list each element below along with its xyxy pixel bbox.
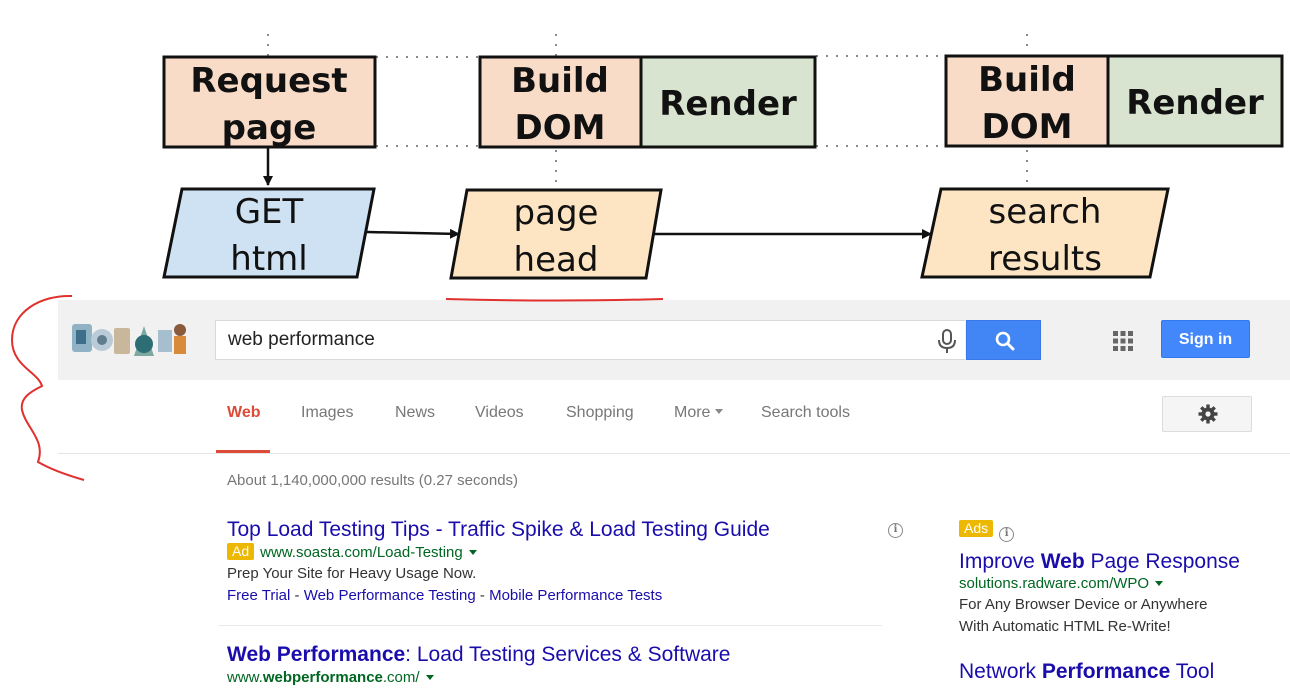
- side-url-text: solutions.radware.com/WPO: [959, 575, 1150, 592]
- title-rest: : Load Testing Services & Software: [405, 643, 731, 666]
- result-stats: About 1,140,000,000 results (0.27 second…: [227, 472, 519, 489]
- result-title-link[interactable]: Top Load Testing Tips - Traffic Spike & …: [227, 518, 770, 541]
- sitelink-mobile-performance-tests[interactable]: Mobile Performance Tests: [489, 587, 663, 604]
- chevron-down-icon[interactable]: [1155, 581, 1164, 586]
- resource-label-line: GET: [235, 192, 304, 232]
- ad-badge: Ad: [227, 543, 255, 560]
- chevron-down-icon[interactable]: [425, 675, 434, 680]
- tab-videos[interactable]: Videos: [475, 404, 524, 421]
- sitelink-separator: -: [290, 587, 304, 604]
- url-bold: webperformance: [262, 669, 383, 686]
- sitelink-separator: -: [475, 587, 490, 604]
- side-ad: Network Performance Tool: [959, 660, 1279, 684]
- search-input[interactable]: [228, 321, 918, 359]
- title-bold: Web Performance: [227, 643, 406, 666]
- gear-icon: [1198, 404, 1218, 424]
- side-title-post: Page Response: [1084, 550, 1240, 573]
- dotted-guides: [267, 34, 1028, 185]
- resource-label-line: html: [230, 239, 307, 279]
- side-ad: Improve Web Page Response solutions.radw…: [959, 550, 1279, 638]
- url-post: .com/: [382, 669, 420, 686]
- result-url[interactable]: www.webperformance.com/: [227, 668, 887, 688]
- phase-label-line: Render: [1126, 83, 1264, 123]
- search-header: Sign in: [58, 300, 1290, 380]
- result-url: Ad www.soasta.com/Load-Testing: [227, 543, 887, 563]
- diagram-arrows: [263, 148, 932, 239]
- settings-button[interactable]: [1162, 396, 1252, 432]
- resource-label-line: page: [514, 193, 599, 233]
- info-icon[interactable]: i: [999, 527, 1015, 542]
- side-title-pre: Network: [959, 660, 1042, 683]
- sitelink-free-trial[interactable]: Free Trial: [227, 587, 291, 604]
- phase-render-1: Render: [639, 55, 817, 149]
- organic-result: Web Performance: Load Testing Services &…: [227, 643, 887, 688]
- tab-more-label: More: [674, 404, 711, 421]
- tab-web[interactable]: Web: [227, 404, 261, 421]
- side-title-post: Tool: [1170, 660, 1215, 683]
- ad-result: Top Load Testing Tips - Traffic Spike & …: [227, 518, 887, 607]
- phase-label-line: Render: [659, 84, 797, 124]
- search-icon: [995, 331, 1015, 351]
- resource-page-head: page head: [449, 188, 663, 280]
- tab-images[interactable]: Images: [301, 404, 354, 421]
- resource-label-line: search: [989, 192, 1102, 232]
- side-ad-title-link[interactable]: Network Performance Tool: [959, 660, 1279, 684]
- side-ad-description: With Automatic HTML Re-Write!: [959, 618, 1171, 635]
- side-title-bold: Web: [1040, 550, 1085, 573]
- tab-news[interactable]: News: [395, 404, 436, 421]
- search-tabs: Web Images News Videos Shopping More Sea…: [58, 380, 1290, 454]
- side-ad-url[interactable]: solutions.radware.com/WPO: [959, 574, 1279, 594]
- side-ad-description: For Any Browser Device or Anywhere: [959, 596, 1208, 613]
- phase-label-line: Build: [511, 61, 609, 101]
- chevron-down-icon: [715, 409, 724, 414]
- resource-label-line: head: [514, 240, 599, 280]
- phase-label-line: DOM: [982, 107, 1073, 147]
- doodle-logo[interactable]: [72, 316, 190, 362]
- info-icon[interactable]: i: [888, 523, 903, 538]
- phase-render-2: Render: [1106, 54, 1284, 148]
- tab-more[interactable]: More: [674, 404, 724, 422]
- result-description: Prep Your Site for Heavy Usage Now.: [227, 565, 477, 582]
- phase-request-page: Request page: [162, 55, 377, 149]
- chevron-down-icon[interactable]: [468, 550, 477, 555]
- search-box: [215, 320, 965, 360]
- side-title-bold: Performance: [1041, 660, 1171, 683]
- ads-badge: Ads: [959, 520, 994, 537]
- loading-timeline-diagram: Request page Build DOM Render Build DOM …: [162, 34, 1284, 280]
- phase-label-line: DOM: [515, 108, 606, 148]
- tab-shopping[interactable]: Shopping: [566, 404, 634, 421]
- active-tab-indicator: [216, 450, 270, 453]
- sitelink-web-performance-testing[interactable]: Web Performance Testing: [303, 587, 476, 604]
- apps-grid-icon[interactable]: [1112, 330, 1134, 352]
- result-title-link[interactable]: Web Performance: Load Testing Services &…: [227, 643, 887, 667]
- search-results-page: Sign in Web Images News Videos Shopping …: [58, 300, 1290, 696]
- tab-search-tools[interactable]: Search tools: [761, 404, 850, 421]
- search-button[interactable]: [966, 320, 1041, 360]
- sitelinks: Free Trial - Web Performance Testing - M…: [227, 585, 887, 607]
- phase-build-dom-1: Build DOM: [478, 55, 643, 149]
- resource-get-html: GET html: [162, 187, 376, 279]
- phase-label-line: Build: [978, 60, 1076, 100]
- side-title-pre: Improve: [959, 550, 1041, 573]
- microphone-icon[interactable]: [935, 328, 959, 354]
- side-ad-title-link[interactable]: Improve Web Page Response: [959, 550, 1279, 574]
- results-divider: [218, 625, 882, 626]
- sign-in-button[interactable]: Sign in: [1161, 320, 1250, 358]
- url-pre: www.: [227, 669, 263, 686]
- resource-label-line: results: [988, 239, 1102, 279]
- result-url-text[interactable]: www.soasta.com/Load-Testing: [260, 544, 463, 561]
- phase-label-line: Request: [190, 61, 347, 101]
- phase-build-dom-2: Build DOM: [944, 54, 1110, 148]
- phase-label-line: page: [222, 108, 317, 148]
- resource-search-results: search results: [920, 187, 1170, 279]
